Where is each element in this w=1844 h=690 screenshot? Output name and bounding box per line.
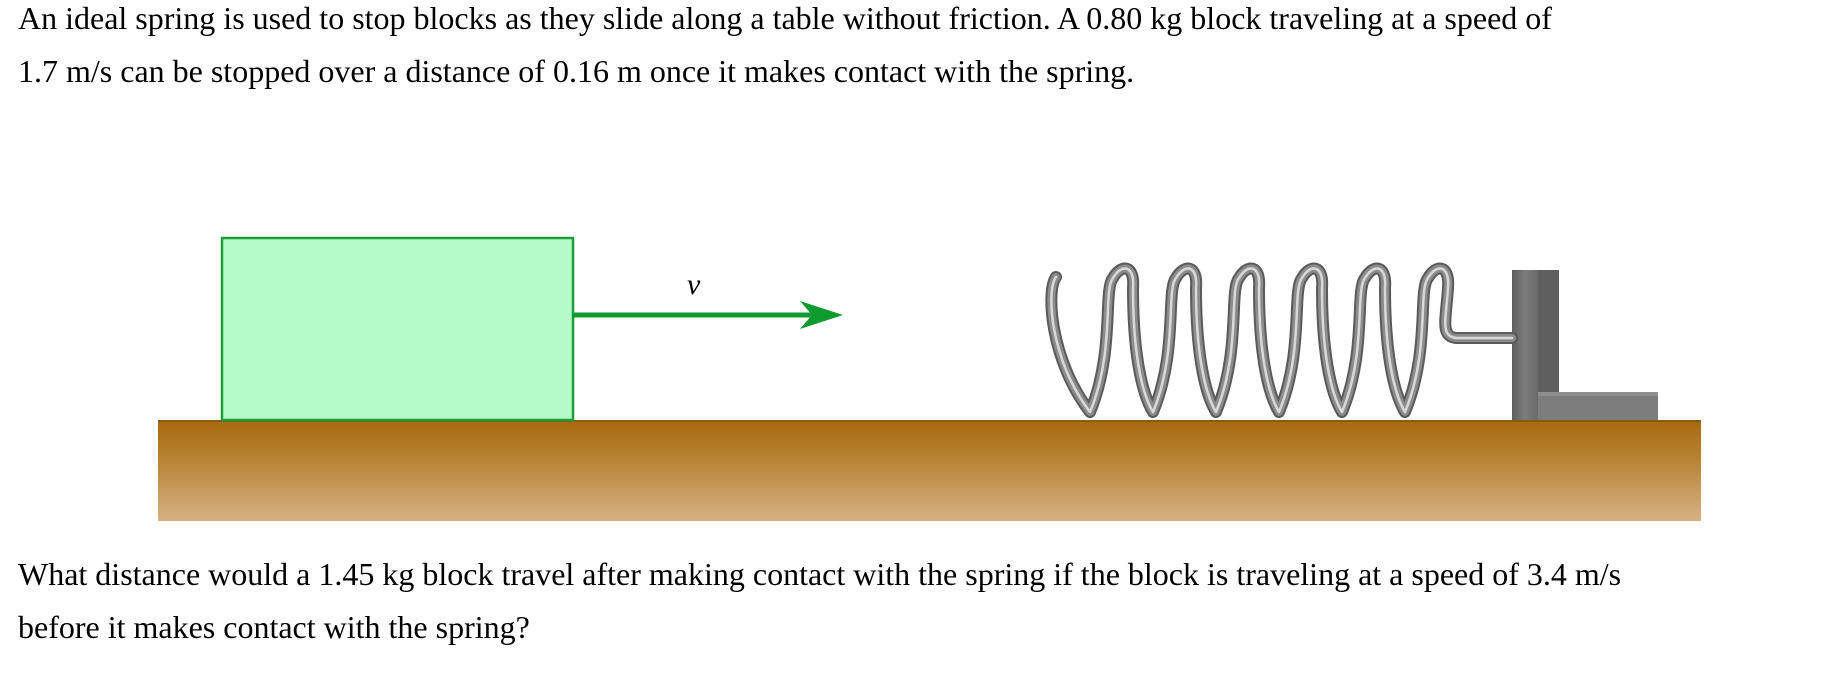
question-line-1: What distance would a 1.45 kg block trav…: [18, 556, 1622, 592]
sliding-block: [220, 236, 575, 422]
velocity-arrow-head: [800, 301, 843, 329]
intro-line-2: 1.7 m/s can be stopped over a distance o…: [18, 53, 1135, 89]
spring-coil-highlight: [1050, 267, 1514, 414]
problem-intro: An ideal spring is used to stop blocks a…: [18, 0, 1552, 98]
problem-question: What distance would a 1.45 kg block trav…: [18, 548, 1621, 654]
spring-wall: [1512, 270, 1658, 420]
velocity-arrow: [573, 301, 843, 329]
spring-coil-outline: [1045, 262, 1518, 418]
question-line-2: before it makes contact with the spring?: [18, 609, 530, 645]
velocity-label: v: [687, 268, 701, 301]
intro-line-1: An ideal spring is used to stop blocks a…: [18, 0, 1552, 36]
table: [158, 421, 1701, 521]
spring: [1045, 262, 1518, 418]
